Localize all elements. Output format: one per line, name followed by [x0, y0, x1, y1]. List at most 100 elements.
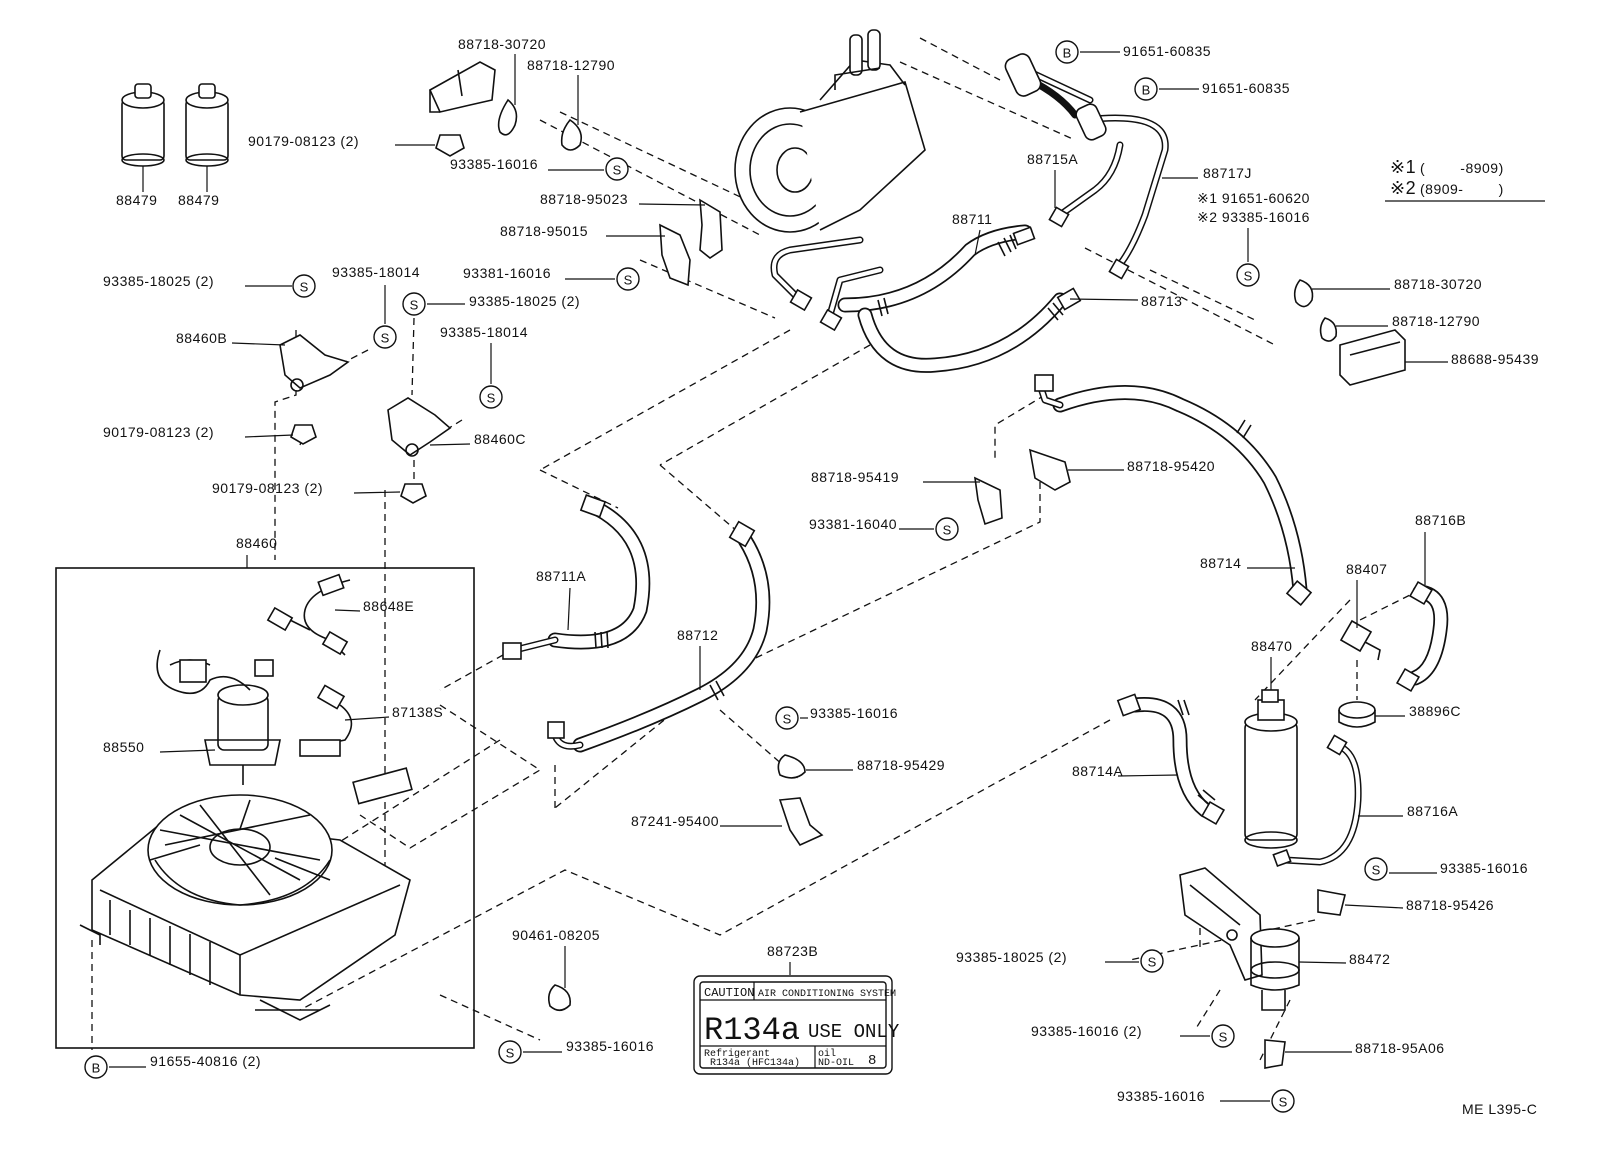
- part-label-l40: 88718-95419: [811, 469, 899, 485]
- svg-text:B: B: [92, 1061, 101, 1076]
- svg-text:B: B: [1142, 83, 1151, 98]
- compressor: [734, 29, 926, 233]
- oil-detail: ND-OIL: [818, 1058, 854, 1069]
- screw-symbol-icon-s11: S: [775, 706, 799, 730]
- part-label-l35: 88711: [952, 211, 992, 227]
- part-label-l13: 88460B: [176, 330, 227, 346]
- svg-text:S: S: [381, 331, 390, 346]
- part-label-l02: 88718-12790: [527, 57, 615, 73]
- legend-mark-1: ※1: [1390, 157, 1416, 177]
- part-label-l24: 93385-16016: [810, 705, 898, 721]
- svg-text:S: S: [1372, 863, 1381, 878]
- part-label-l17: 90179-08123 (2): [212, 480, 323, 496]
- screw-symbol-icon-s04: S: [292, 274, 316, 298]
- part-label-l41: 88718-95420: [1127, 458, 1215, 474]
- part-label-l12: 93385-18025 (2): [469, 293, 580, 309]
- screw-symbol-icon-s06: S: [402, 292, 426, 316]
- caution-text: CAUTION: [704, 986, 754, 1000]
- bolt-symbol-icon-s17: B: [84, 1055, 108, 1079]
- screw-symbol-icon-s10: S: [935, 517, 959, 541]
- part-label-l07: 88718-95023: [540, 191, 628, 207]
- hoses: [547, 224, 1449, 818]
- footnote-labels: ※1 91651-60620※2 93385-16016: [1197, 190, 1310, 225]
- svg-text:B: B: [1063, 46, 1072, 61]
- part-label-l46: 88470: [1251, 638, 1292, 654]
- svg-text:S: S: [624, 273, 633, 288]
- legend-range-2: (8909- ): [1420, 181, 1504, 197]
- filter-88479-pair: [121, 83, 229, 192]
- screw-symbol-icon-s03: S: [605, 157, 629, 181]
- part-label-l57: ME L395-C: [1462, 1101, 1537, 1117]
- bolt-symbol-icon-s01: B: [1055, 40, 1079, 64]
- part-label-l11: 93381-16016: [463, 265, 551, 281]
- note-label-n1: ※1 91651-60620: [1197, 190, 1310, 206]
- part-label-l48: 88714A: [1072, 763, 1123, 779]
- part-label-l19: 88648E: [363, 598, 414, 614]
- pressure-switch-88407: [1339, 619, 1381, 661]
- part-label-l37: 88713: [1141, 293, 1182, 309]
- cap-38896C: [1338, 701, 1376, 728]
- bracket-88472: [1179, 867, 1300, 1011]
- bolt-symbol-icon-s02: B: [1134, 77, 1158, 101]
- svg-text:S: S: [300, 280, 309, 295]
- part-label-l54: 93385-16016 (2): [1031, 1023, 1142, 1039]
- part-label-l36: 88718-30720: [1394, 276, 1482, 292]
- system-text: AIR CONDITIONING SYSTEM: [758, 989, 896, 1000]
- legend-box: ※1 ( -8909) ※2 (8909- ): [1385, 157, 1545, 202]
- screw-symbol-icon-s12: S: [1364, 857, 1388, 881]
- part-label-l09: 93385-18025 (2): [103, 273, 214, 289]
- part-number-labels: 88718-30720 88718-12790 90179-08123 (2) 933…: [103, 36, 1539, 1117]
- screw-symbol-icon-s07: S: [373, 325, 397, 349]
- svg-text:S: S: [506, 1046, 515, 1061]
- screw-symbol-icon-s08: S: [479, 385, 503, 409]
- part-label-l04: 93385-16016: [450, 156, 538, 172]
- screw-symbol-icon-s05: S: [616, 267, 640, 291]
- fittings: [502, 53, 1434, 868]
- screw-symbol-icon-s13: S: [1140, 949, 1164, 973]
- screw-symbol-icon-s15: S: [1271, 1089, 1295, 1113]
- part-label-l20: 88711A: [536, 568, 586, 584]
- part-label-l03: 90179-08123 (2): [248, 133, 359, 149]
- refrigerant-detail: R134a (HFC134a): [710, 1057, 800, 1069]
- legend-range-1: ( -8909): [1420, 160, 1504, 176]
- part-label-l21: 87138S: [392, 704, 443, 720]
- part-label-l05: 88479: [116, 192, 157, 208]
- screw-symbol-icon-s09: S: [1236, 263, 1260, 287]
- part-label-l45: 88407: [1346, 561, 1387, 577]
- screw-symbol-icon-s16: S: [498, 1040, 522, 1064]
- part-label-l01: 88718-30720: [458, 36, 546, 52]
- part-label-l38: 88718-12790: [1392, 313, 1480, 329]
- part-label-l29: 93385-16016: [566, 1038, 654, 1054]
- part-label-l55: 88718-95A06: [1355, 1040, 1445, 1056]
- screw-symbol-icon-s14: S: [1211, 1024, 1235, 1048]
- part-label-l33: 88715A: [1027, 151, 1078, 167]
- part-label-l31: 91651-60835: [1123, 43, 1211, 59]
- svg-text:S: S: [943, 523, 952, 538]
- part-label-l50: 93385-16016: [1440, 860, 1528, 876]
- part-label-l43: 88716B: [1415, 512, 1466, 528]
- part-label-l32: 91651-60835: [1202, 80, 1290, 96]
- part-label-l51: 88718-95426: [1406, 897, 1494, 913]
- part-label-l23: 88712: [677, 627, 718, 643]
- part-label-l28: 88723B: [767, 943, 818, 959]
- connector-88648E: [266, 573, 351, 656]
- condenser-fan-assembly: [55, 567, 475, 1049]
- part-label-l08: 88718-95015: [500, 223, 588, 239]
- part-label-l14: 93385-18014: [440, 324, 528, 340]
- svg-text:S: S: [487, 391, 496, 406]
- relay-87138S: [299, 684, 413, 805]
- legend-mark-2: ※2: [1390, 178, 1416, 198]
- part-label-l27: 90461-08205: [512, 927, 600, 943]
- part-label-l52: 93385-18025 (2): [956, 949, 1067, 965]
- part-label-l53: 88472: [1349, 951, 1390, 967]
- leader-lines: [109, 51, 1448, 1102]
- svg-text:S: S: [613, 163, 622, 178]
- part-label-l26: 87241-95400: [631, 813, 719, 829]
- part-label-l44: 88714: [1200, 555, 1241, 571]
- svg-text:S: S: [783, 712, 792, 727]
- part-label-l10: 93385-18014: [332, 264, 420, 280]
- part-label-l15: 90179-08123 (2): [103, 424, 214, 440]
- part-label-l22: 88550: [103, 739, 144, 755]
